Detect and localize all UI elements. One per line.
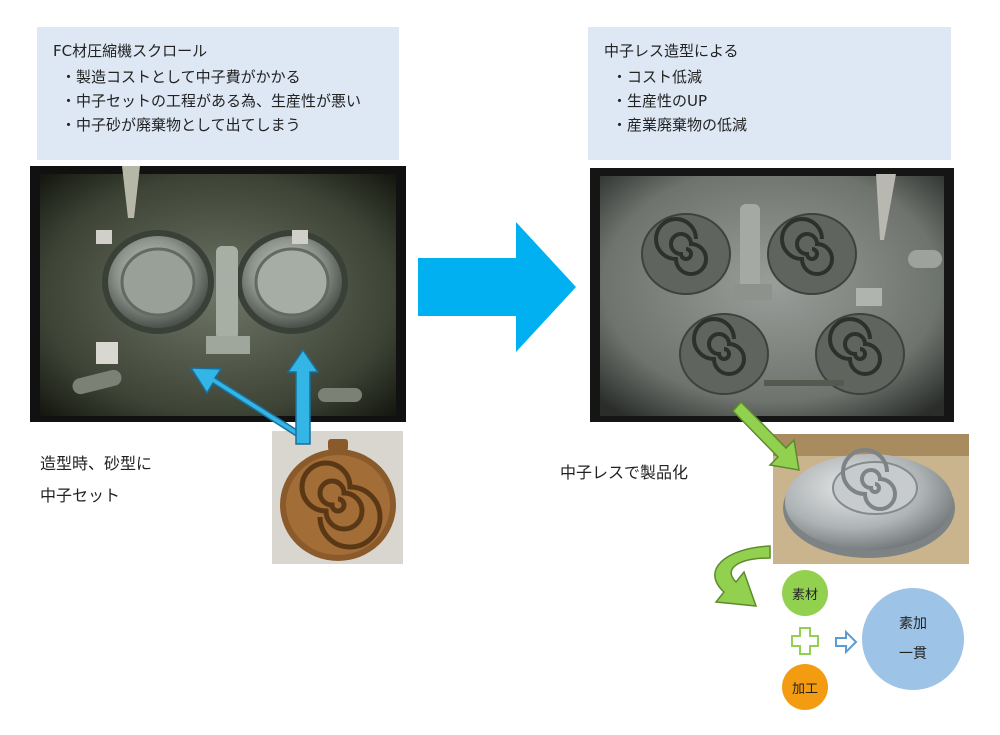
right-bullet: 生産性のUP	[612, 89, 935, 113]
curved-arrow-icon	[714, 545, 771, 607]
right-panel-bullets: コスト低減 生産性のUP 産業廃棄物の低減	[604, 65, 935, 137]
left-bullet: 製造コストとして中子費がかかる	[61, 65, 383, 89]
processing-circle: 加工	[782, 664, 828, 710]
small-right-arrow-icon	[835, 629, 858, 655]
sand-mold-with-core-photo	[30, 166, 406, 422]
material-circle: 素材	[782, 570, 828, 616]
right-panel-title: 中子レス造型による	[604, 42, 739, 60]
coreless-mold-photo	[590, 168, 954, 422]
plus-icon	[791, 627, 819, 655]
integrated-label-line2: 一貫	[899, 646, 927, 662]
right-caption: 中子レスで製品化	[560, 463, 689, 482]
right-bullet: 産業廃棄物の低減	[612, 113, 935, 137]
processing-label: 加工	[791, 681, 818, 697]
left-bullet: 中子セットの工程がある為、生産性が悪い	[61, 89, 383, 113]
left-panel-title: FC材圧縮機スクロール	[53, 42, 208, 60]
down-right-arrow-icon	[731, 400, 800, 471]
insert-arrow-icon	[189, 367, 301, 439]
integrated-label-line1: 素加	[899, 616, 927, 632]
left-caption-line2: 中子セット	[40, 486, 121, 505]
insert-arrow-icon	[286, 348, 320, 445]
left-caption-line1: 造型時、砂型に	[40, 454, 153, 473]
left-bullet: 中子砂が廃棄物として出てしまう	[61, 113, 383, 137]
left-caption: 造型時、砂型に 中子セット	[40, 448, 240, 512]
right-explanation-panel: 中子レス造型による コスト低減 生産性のUP 産業廃棄物の低減	[588, 27, 951, 160]
left-panel-bullets: 製造コストとして中子費がかかる 中子セットの工程がある為、生産性が悪い 中子砂が…	[53, 65, 383, 137]
right-bullet: コスト低減	[612, 65, 935, 89]
sand-core-photo	[272, 431, 403, 564]
integrated-circle: 素加 一貫	[862, 588, 964, 690]
left-explanation-panel: FC材圧縮機スクロール 製造コストとして中子費がかかる 中子セットの工程がある為…	[37, 27, 399, 160]
right-arrow-icon	[418, 222, 576, 352]
coreless-product-photo	[773, 434, 969, 564]
material-label: 素材	[791, 587, 818, 603]
